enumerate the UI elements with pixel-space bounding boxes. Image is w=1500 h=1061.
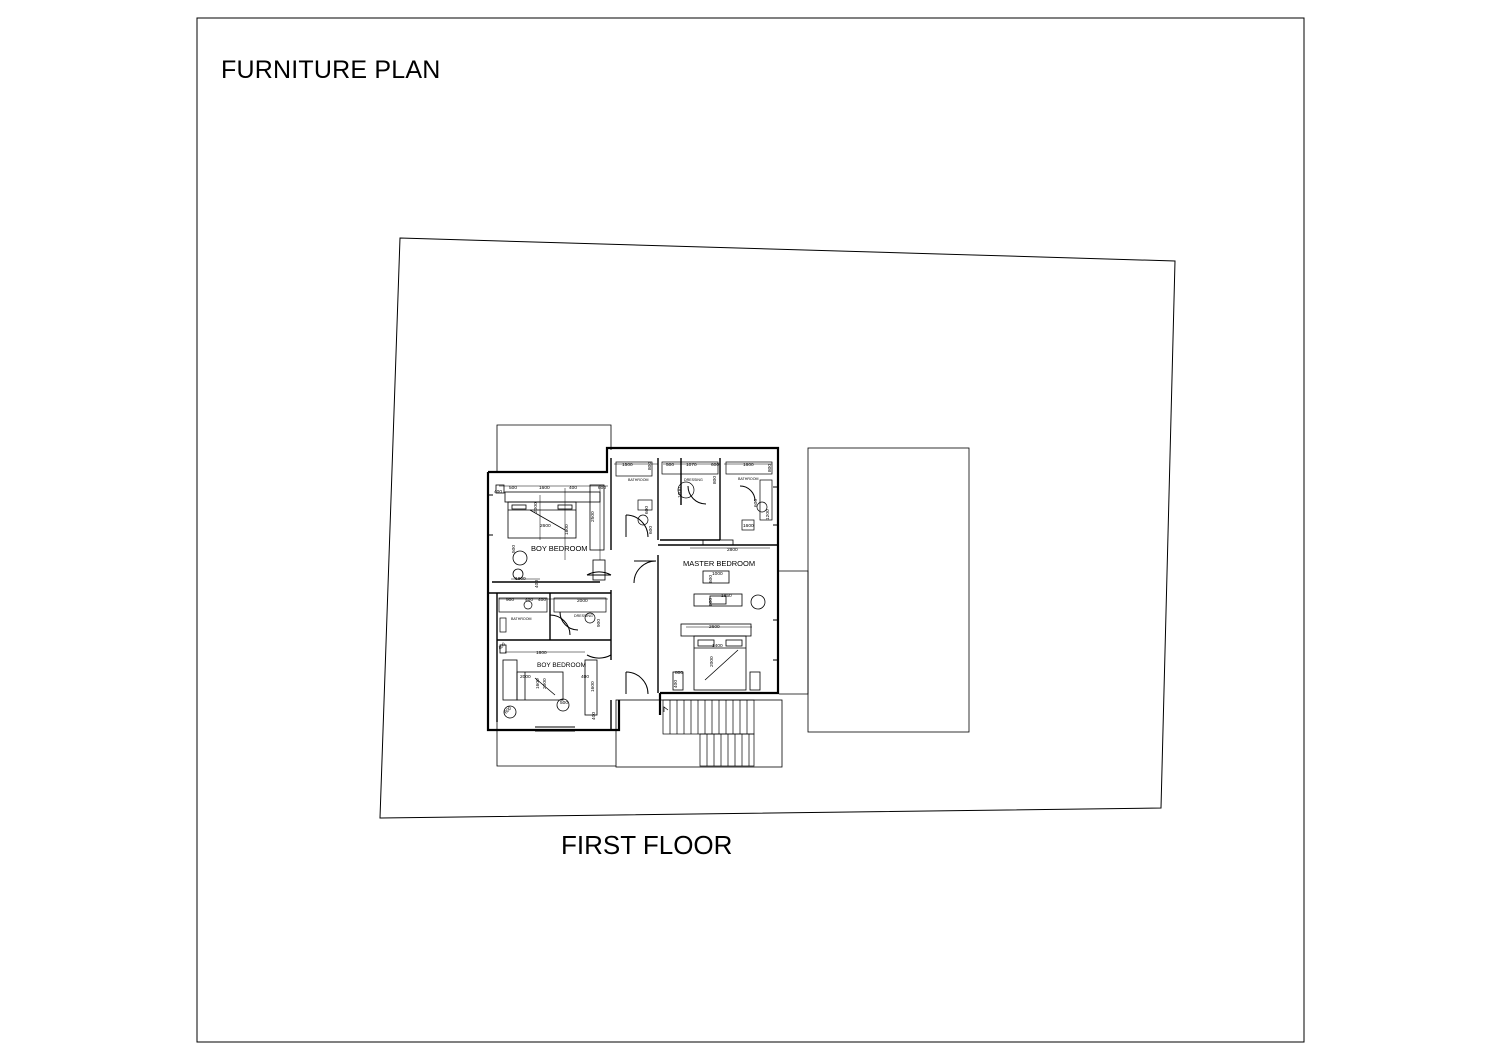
dim-text: 1800 bbox=[515, 576, 526, 582]
dim-text: 2000 bbox=[577, 598, 588, 604]
dim-text: 800 bbox=[712, 476, 718, 484]
room-label-master-bedroom: MASTER BEDROOM bbox=[683, 559, 755, 568]
dim-text: 800 bbox=[675, 670, 683, 676]
dim-text: 600 bbox=[708, 575, 714, 583]
top-balcony bbox=[496, 424, 612, 473]
site-boundary bbox=[379, 237, 1176, 819]
dim-text: 1600 bbox=[743, 462, 754, 468]
dim-text: 600 bbox=[711, 462, 719, 468]
dim-text: 900 bbox=[596, 619, 602, 627]
dim-text: 600 bbox=[648, 526, 654, 534]
dim-text: 400 bbox=[569, 485, 577, 491]
dim-text: 800 bbox=[767, 464, 773, 472]
dim-text: 1850 bbox=[721, 593, 732, 599]
dim-text: 2600 bbox=[540, 523, 551, 529]
master-bedroom-furniture bbox=[672, 539, 766, 691]
bottom-left-balcony bbox=[496, 722, 616, 767]
dim-text: 2600 bbox=[709, 624, 720, 630]
dim-text: 400 bbox=[525, 597, 533, 603]
dim-text: 800 bbox=[647, 462, 653, 470]
dim-text: 400 bbox=[673, 680, 679, 688]
dim-text: 500 bbox=[666, 462, 674, 468]
dim-text: 1800 bbox=[564, 524, 570, 535]
dim-text: 500 bbox=[509, 485, 517, 491]
floor-title: FIRST FLOOR bbox=[561, 830, 733, 860]
dim-text: 2000 bbox=[542, 678, 548, 689]
dim-text: 400 bbox=[591, 712, 597, 720]
dim-text: 600 bbox=[753, 499, 759, 507]
label-dressing-2: DRESSING bbox=[684, 478, 703, 482]
dim-text: 2000 bbox=[533, 502, 539, 513]
windows bbox=[488, 486, 779, 732]
dim-text: 400 bbox=[534, 580, 540, 588]
dim-text: 2500 bbox=[590, 511, 596, 522]
dim-text: 1400 bbox=[712, 643, 723, 649]
dim-text: 1000 bbox=[712, 571, 723, 577]
dim-text: 900 bbox=[506, 597, 514, 603]
dim-text: 600 bbox=[708, 598, 714, 606]
label-bathroom-2: BATHROOM bbox=[628, 478, 649, 482]
dim-text: 1600 bbox=[539, 485, 550, 491]
dim-text: 400 bbox=[538, 597, 546, 603]
dim-text: 1200 bbox=[765, 509, 771, 520]
staircase bbox=[662, 699, 755, 767]
right-terrace bbox=[779, 570, 809, 695]
upper-boy-bedroom-furniture bbox=[495, 484, 606, 581]
dim-text: 2800 bbox=[727, 547, 738, 553]
dimension-lines bbox=[499, 463, 772, 653]
label-dressing-1: DRESSING bbox=[574, 614, 593, 618]
room-label-boy-bedroom-upper: BOY BEDROOM bbox=[531, 544, 588, 553]
label-bathroom-1: BATHROOM bbox=[511, 617, 532, 621]
dim-text: 1500 bbox=[622, 462, 633, 468]
room-label-boy-bedroom-lower: BOY BEDROOM bbox=[537, 662, 586, 669]
outer-walls bbox=[486, 446, 780, 732]
dim-text: 500 bbox=[511, 545, 517, 553]
dim-text: 500 bbox=[560, 700, 568, 706]
dim-text: 2000 bbox=[709, 656, 715, 667]
dim-text: 1800 bbox=[536, 650, 547, 656]
wet-areas-fixtures bbox=[498, 461, 773, 633]
dim-text: 600 bbox=[644, 506, 650, 514]
dim-text: 400 bbox=[497, 641, 507, 651]
door-swings bbox=[549, 485, 756, 695]
dim-text: 400 bbox=[494, 489, 502, 495]
dim-text: 1600 bbox=[535, 678, 541, 689]
dim-text: 600 bbox=[598, 485, 606, 491]
stair-landing bbox=[615, 699, 783, 768]
sheet-title: FURNITURE PLAN bbox=[221, 56, 441, 84]
dim-text: 1070 bbox=[686, 462, 697, 468]
dim-text: 600 bbox=[503, 705, 513, 715]
sheet-border bbox=[196, 17, 1305, 1043]
dim-text: 2000 bbox=[520, 674, 531, 680]
label-bathroom-3: BATHROOM bbox=[738, 477, 759, 481]
dim-text: 1200 bbox=[677, 487, 683, 498]
dim-text: 1600 bbox=[743, 523, 754, 529]
right-annex bbox=[807, 447, 970, 733]
dim-text: 1600 bbox=[590, 681, 596, 692]
dim-text: 400 bbox=[581, 674, 589, 680]
dimension-texts: 500 1600 400 600 400 2600 2000 2500 1800… bbox=[494, 462, 773, 720]
lower-boy-bedroom-furniture bbox=[499, 644, 598, 719]
